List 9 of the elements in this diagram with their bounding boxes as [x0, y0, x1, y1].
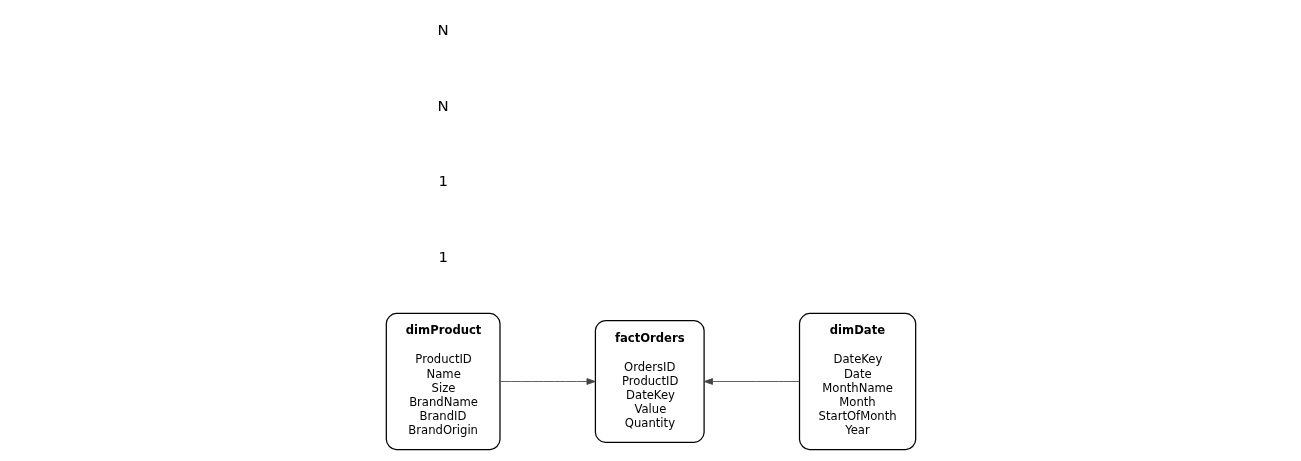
label: 1	[437, 172, 448, 191]
label: N	[437, 21, 449, 40]
node-box: factOrders OrdersID ProductID DateKey Value Quantity	[594, 319, 705, 444]
arrow	[499, 378, 596, 385]
arrow	[703, 378, 800, 385]
label: N	[437, 96, 449, 115]
node-box: dimDate DateKey Date MonthName Month StartOfMonth Year	[798, 312, 916, 451]
node-box: dimProduct ProductID Name Size BrandName BrandID BrandOrigin	[385, 312, 501, 451]
label: 1	[437, 247, 448, 266]
